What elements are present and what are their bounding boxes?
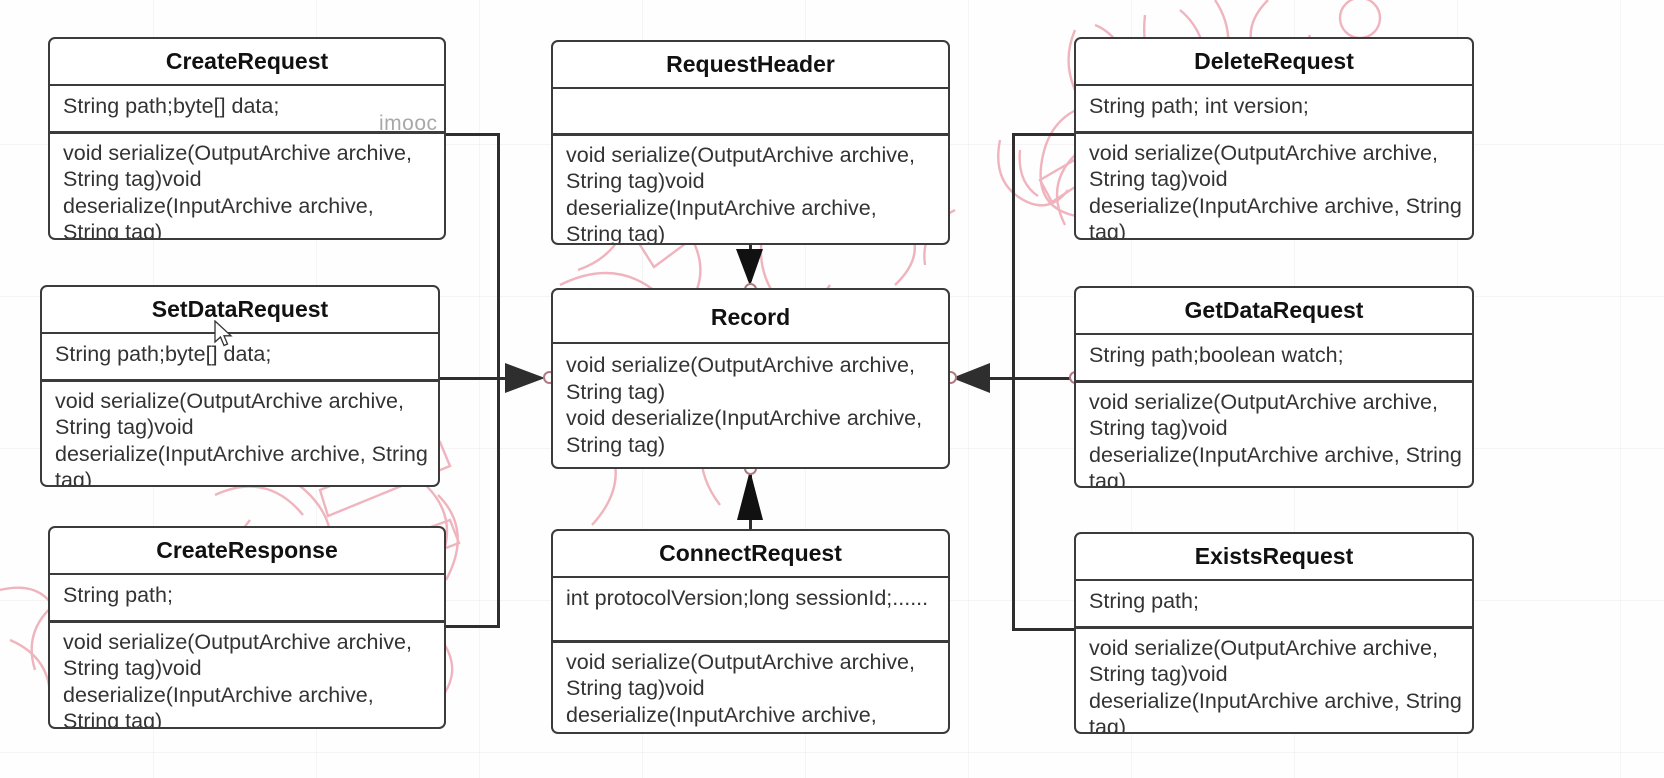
- class-box-connect-request[interactable]: ConnectRequest int protocolVersion;long …: [551, 529, 950, 734]
- connector-right-to-record: [972, 377, 1014, 380]
- class-box-delete-request[interactable]: DeleteRequest String path; int version; …: [1074, 37, 1474, 240]
- class-divider: [553, 133, 948, 136]
- class-divider: [1076, 83, 1472, 87]
- class-title: Record: [710, 304, 791, 330]
- class-operations: void serialize(OutputArchive archive, St…: [63, 140, 412, 240]
- class-divider: [50, 83, 444, 87]
- connector-set-data-request: [439, 377, 500, 380]
- class-divider: [42, 379, 438, 382]
- class-box-record[interactable]: Record void serialize(OutputArchive arch…: [551, 288, 950, 469]
- class-operations: void serialize(OutputArchive archive, St…: [566, 649, 915, 732]
- connector-delete-request: [1012, 133, 1074, 136]
- class-divider: [553, 341, 948, 345]
- connector-exists-request: [1012, 628, 1074, 631]
- class-divider: [50, 620, 444, 623]
- class-divider: [50, 131, 444, 134]
- class-attributes: String path;byte[] data;: [55, 342, 272, 367]
- class-operations: void serialize(OutputArchive archive, St…: [63, 629, 412, 729]
- connector-right-trunk: [1012, 133, 1015, 631]
- imooc-watermark: imooc: [379, 112, 438, 135]
- class-title: SetDataRequest: [151, 296, 329, 322]
- class-attributes: String path;byte[] data;: [63, 94, 280, 119]
- class-operations: void serialize(OutputArchive archive, St…: [55, 388, 428, 487]
- connector-create-request: [446, 133, 500, 136]
- class-title: DeleteRequest: [1194, 48, 1354, 74]
- class-divider: [42, 331, 438, 335]
- class-operations: void serialize(OutputArchive archive, St…: [1089, 635, 1462, 734]
- class-title: CreateRequest: [165, 48, 329, 74]
- class-divider: [50, 572, 444, 576]
- class-title: ExistsRequest: [1194, 543, 1354, 569]
- class-attributes: String path;: [1089, 589, 1199, 614]
- class-box-request-header[interactable]: RequestHeader void serialize(OutputArchi…: [551, 40, 950, 245]
- class-divider: [1076, 578, 1472, 582]
- class-attributes: String path;boolean watch;: [1089, 343, 1344, 368]
- class-operations: void serialize(OutputArchive archive, St…: [566, 142, 915, 245]
- class-operations: void serialize(OutputArchive archive, St…: [1089, 140, 1462, 240]
- class-divider: [1076, 131, 1472, 134]
- connector-request-header-to-record: [749, 243, 752, 281]
- class-box-set-data-request[interactable]: SetDataRequest String path;byte[] data; …: [40, 285, 440, 487]
- class-divider: [553, 86, 948, 90]
- class-operations: void serialize(OutputArchive archive, St…: [566, 353, 923, 457]
- connector-create-response: [446, 625, 500, 628]
- class-box-create-response[interactable]: CreateResponse String path; void seriali…: [48, 526, 446, 729]
- class-divider: [553, 640, 948, 643]
- class-attributes: String path; int version;: [1089, 94, 1309, 119]
- class-title: GetDataRequest: [1184, 297, 1364, 323]
- class-title: CreateResponse: [156, 537, 338, 563]
- connector-get-data-request: [1012, 377, 1074, 380]
- class-divider: [553, 575, 948, 579]
- class-title: ConnectRequest: [659, 540, 842, 566]
- connector-connect-request-to-record: [749, 474, 752, 529]
- class-attributes: String path;: [63, 583, 173, 608]
- class-box-get-data-request[interactable]: GetDataRequest String path;boolean watch…: [1074, 286, 1474, 488]
- connector-left-trunk: [497, 133, 500, 628]
- class-box-create-request[interactable]: CreateRequest String path;byte[] data; v…: [48, 37, 446, 240]
- class-title: RequestHeader: [666, 51, 835, 77]
- class-box-exists-request[interactable]: ExistsRequest String path; void serializ…: [1074, 532, 1474, 734]
- class-divider: [1076, 626, 1472, 629]
- class-divider: [1076, 332, 1472, 336]
- class-operations: void serialize(OutputArchive archive, St…: [1089, 389, 1462, 488]
- class-divider: [1076, 380, 1472, 383]
- connector-left-to-record: [497, 377, 533, 380]
- class-attributes: int protocolVersion;long sessionId;.....…: [566, 586, 929, 611]
- class-attributes: [553, 89, 948, 133]
